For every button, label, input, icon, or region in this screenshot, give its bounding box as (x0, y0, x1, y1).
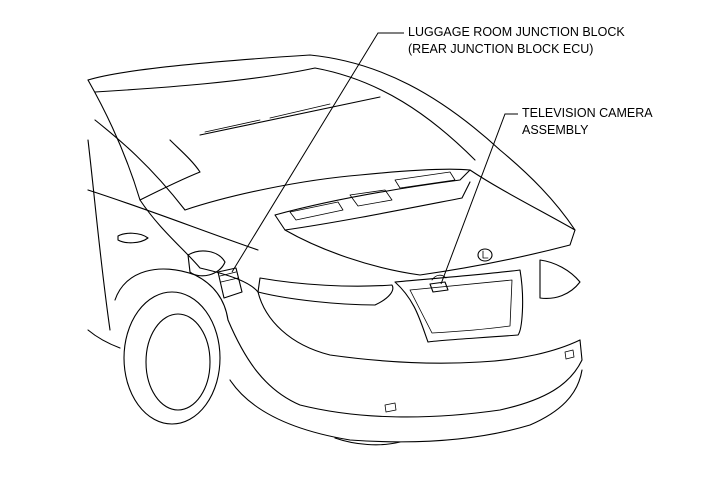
rear-window-top (199, 96, 381, 136)
junction-block-label: LUGGAGE ROOM JUNCTION BLOCK (REAR JUNCTI… (408, 24, 625, 58)
wheel-arch (114, 268, 229, 321)
door-handle (117, 232, 149, 244)
exhaust (334, 437, 401, 446)
rear-lamp-left (257, 277, 394, 306)
reflector-left (384, 402, 397, 413)
camera-icon (429, 281, 449, 293)
emblem-letter (482, 250, 489, 259)
junction-leader-line (231, 32, 404, 273)
junction-block-detail (219, 271, 239, 283)
quarter-panel (139, 199, 581, 364)
junction-block-icon (217, 267, 243, 299)
bumper-lower (229, 369, 583, 443)
camera-leader-line (440, 113, 518, 285)
camera-assembly-label: TELEVISION CAMERA ASSEMBLY (522, 105, 653, 139)
roof-outline (87, 54, 576, 231)
rear-rim (145, 313, 211, 411)
door-line (87, 139, 111, 331)
fuel-door (187, 250, 226, 277)
stop-lamp-panel (274, 169, 471, 231)
body-side-line (87, 189, 259, 251)
stop-lamp-right (394, 171, 456, 189)
junction-block-label-line-1: LUGGAGE ROOM JUNCTION BLOCK (408, 25, 625, 39)
stop-lamp-left (289, 201, 344, 221)
roof-inner-line (94, 67, 476, 161)
rear-bumper (227, 319, 583, 418)
trunk-lid (284, 229, 576, 276)
reflector-right (564, 349, 575, 360)
rear-window-reflection (204, 103, 331, 133)
camera-wire (431, 274, 447, 281)
license-plate-recess (394, 269, 524, 343)
camera-assembly-label-line-2: ASSEMBLY (522, 123, 589, 137)
rear-tire (123, 291, 221, 425)
junction-block-label-line-2: (REAR JUNCTION BLOCK ECU) (408, 42, 594, 56)
plate-inner (409, 279, 513, 334)
trunk-lid-edge (469, 169, 576, 231)
c-pillar (87, 79, 201, 201)
stop-lamp-mid (349, 189, 393, 207)
camera-assembly-label-line-1: TELEVISION CAMERA (522, 106, 653, 120)
rear-lamp-right (539, 259, 581, 299)
emblem-icon (477, 248, 493, 262)
front-body-edge (87, 329, 121, 349)
side-window-line (94, 119, 186, 211)
rear-window-bottom (184, 168, 471, 211)
